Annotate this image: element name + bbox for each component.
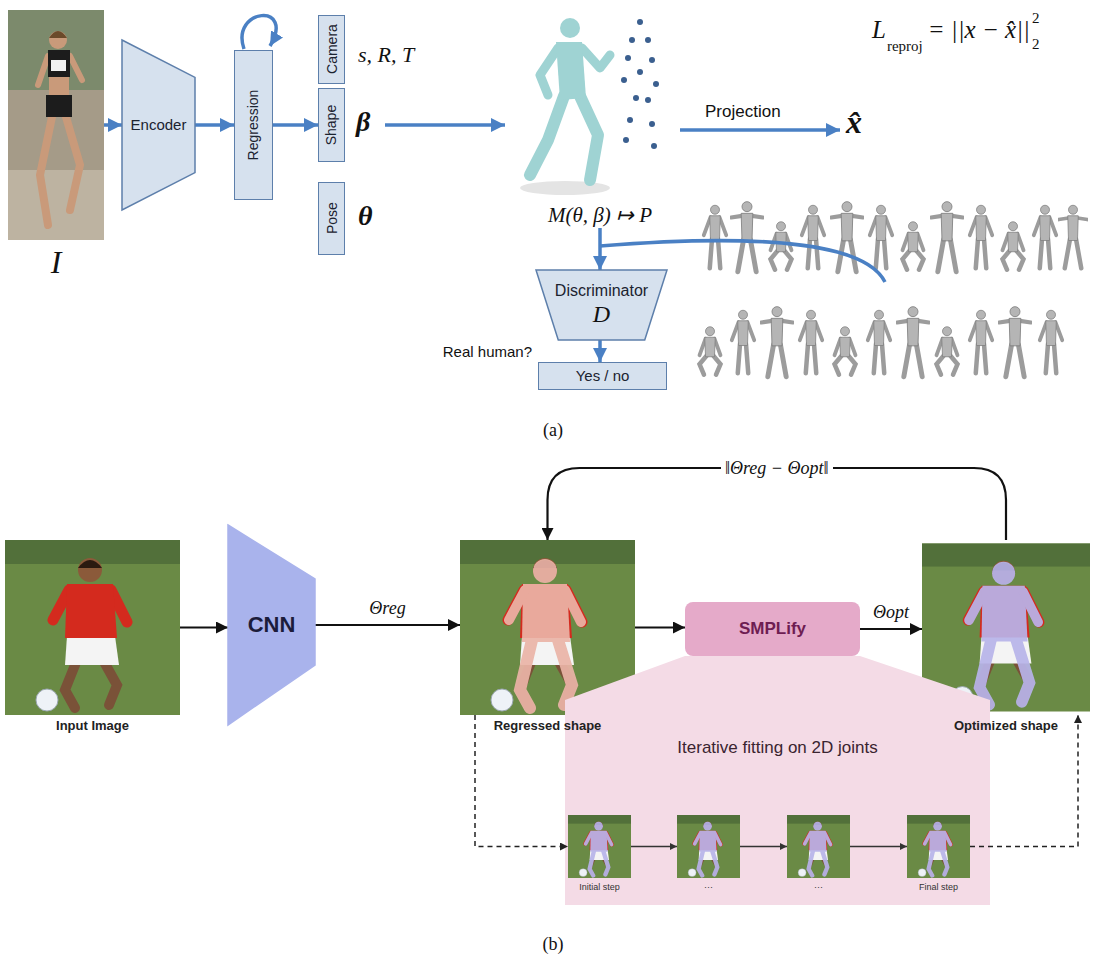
dashed-arrow: [970, 715, 1078, 847]
arrow-label: Projection: [705, 102, 781, 122]
shape-box: Shape: [318, 88, 345, 162]
step-photo: ···: [677, 815, 740, 878]
node-text: Shape: [323, 105, 339, 145]
flow-arrow: [631, 846, 677, 847]
smplify-box: SMPLify: [685, 602, 860, 656]
node-text: Yes / no: [576, 367, 630, 384]
node-text: CNN: [248, 612, 296, 637]
step-photo: ···: [787, 815, 850, 878]
dashed-arrow: [475, 715, 568, 847]
loss-subscript: 2: [1032, 36, 1040, 53]
fitting-region: Iterative fitting on 2D jointsInitial st…: [565, 700, 990, 905]
pose-box: Pose: [318, 182, 345, 255]
image-caption: Final step: [919, 882, 958, 892]
flow-arrow: [195, 123, 234, 127]
flow-arrow: [315, 624, 460, 626]
input-photo: I: [8, 10, 104, 240]
image-caption: Optimized shape: [954, 719, 1058, 734]
node-text: Camera: [323, 25, 339, 75]
edge-label: ‖Θreg − Θopt‖: [721, 458, 833, 479]
image-caption: Initial step: [579, 882, 620, 892]
image-caption: I: [51, 244, 62, 281]
symbol-label: s, R, T: [358, 42, 414, 68]
image-caption: ···: [704, 882, 713, 892]
input-photo: Input Image: [5, 540, 180, 715]
flow-arrow: [598, 340, 602, 362]
node-text: Discriminator: [555, 282, 648, 300]
flow-arrow: [104, 123, 122, 127]
body-model: M(θ, β) ↦ P: [505, 10, 695, 228]
output-box: Yes / no: [538, 362, 667, 390]
loss-subscript: reproj: [887, 38, 923, 55]
step-photo: Initial step: [568, 815, 631, 878]
regression-box: Regression: [234, 50, 273, 200]
flow-arrow: [635, 626, 685, 628]
node-text: D: [593, 301, 610, 328]
camera-box: Camera: [318, 15, 345, 84]
node-text: Regression: [245, 90, 261, 161]
flow-arrow: [860, 628, 922, 630]
loss-formula: L: [872, 16, 886, 44]
panel-label: (a): [543, 420, 563, 441]
symbol-label: x̂: [846, 104, 862, 141]
flow-arrow: [273, 123, 318, 127]
edge-label: Real human?: [443, 343, 532, 360]
flow-arrow: [598, 228, 602, 270]
node-text: M(θ, β) ↦ P: [548, 203, 652, 228]
symbol-label: θ: [358, 200, 373, 232]
discriminator-trapezoid: DiscriminatorD: [536, 270, 667, 340]
node-text: SMPLify: [739, 619, 806, 639]
image-caption: Input Image: [56, 719, 129, 734]
node-text: Iterative fitting on 2D joints: [677, 738, 877, 758]
result-photo: Regressed shape: [460, 540, 635, 715]
flow-arrow: [180, 626, 228, 628]
image-caption: Regressed shape: [494, 719, 602, 734]
edge-label: Θreg: [369, 598, 405, 619]
node-text: Encoder: [131, 116, 187, 133]
result-photo: Optimized shape: [922, 540, 1090, 715]
step-photo: Final step: [907, 815, 970, 878]
encoder-trapezoid: Encoder: [122, 40, 195, 210]
flow-arrow: [385, 123, 505, 127]
flow-arrow: [548, 468, 1007, 540]
loss-exponent: 2: [1032, 10, 1040, 27]
image-caption: ···: [814, 882, 823, 892]
loss-formula: = ||x − x̂||: [928, 16, 1030, 44]
node-text: Pose: [323, 203, 339, 235]
flow-arrow: [740, 846, 787, 847]
panel-label: (b): [543, 934, 564, 955]
flow-arrow: [850, 846, 907, 847]
edge-label: Θopt: [873, 602, 909, 623]
cnn-trapezoid: CNN: [228, 525, 315, 725]
symbol-label: β: [356, 106, 370, 138]
